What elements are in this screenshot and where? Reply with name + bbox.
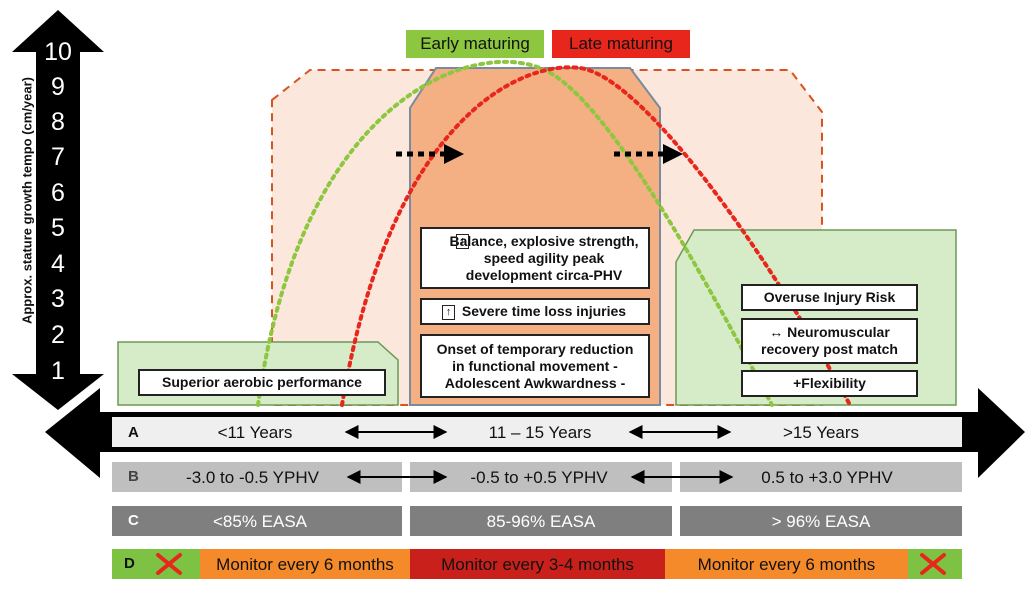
row-d-label: D <box>124 555 135 572</box>
row-b-cell: -0.5 to +0.5 YPHV <box>470 468 608 487</box>
y-tick: 5 <box>51 214 65 242</box>
row-d-cell: Monitor every 3-4 months <box>441 555 634 574</box>
y-tick: 4 <box>51 250 65 278</box>
row-c-seg-1 <box>112 506 402 536</box>
row-c-seg-3 <box>680 506 962 536</box>
row-b-seg-2 <box>410 462 672 492</box>
y-tick: 6 <box>51 179 65 207</box>
cross-icon <box>920 553 946 575</box>
row-a-cell: <11 Years <box>217 423 293 442</box>
row-d-orange-1 <box>200 549 410 579</box>
y-axis-arrow <box>12 10 104 410</box>
box-recovery: ↔ Neuromuscular recovery post match <box>741 318 918 364</box>
box-recovery-text: ↔ Neuromuscular recovery post match <box>749 324 910 358</box>
row-c-cell: 85-96% EASA <box>486 512 596 531</box>
legend-early: Early maturing <box>406 30 544 58</box>
row-d-green-left <box>112 549 200 579</box>
row-c-cell: <85% EASA <box>212 512 308 531</box>
row-a-cell: >15 Years <box>782 423 860 442</box>
row-a-label: A <box>128 424 139 441</box>
y-tick: 1 <box>51 357 65 385</box>
up-arrow-icon: ↑ <box>442 305 455 320</box>
row-c-seg-2 <box>410 506 672 536</box>
row-c-label: C <box>128 512 139 529</box>
row-a-cell: 11 – 15 Years <box>488 423 592 442</box>
row-d-red <box>410 549 665 579</box>
y-tick: 7 <box>51 143 65 171</box>
row-d-orange-2 <box>665 549 908 579</box>
y-axis-label: Approx. stature growth tempo (cm/year) <box>19 76 35 325</box>
row-c-cell: > 96% EASA <box>771 512 871 531</box>
row-d-cell: Monitor every 6 months <box>697 555 876 574</box>
box-injuries: ↑ Severe time loss injuries <box>420 298 650 325</box>
box-balance-text: Balance, explosive strength, speed agili… <box>449 232 639 283</box>
box-balance: ↑ Balance, explosive strength, speed agi… <box>420 227 650 289</box>
y-tick: 8 <box>51 108 65 136</box>
y-tick: 10 <box>44 38 72 66</box>
early-maturing-curve <box>256 59 774 407</box>
row-b-cell: -3.0 to -0.5 YPHV <box>186 468 319 487</box>
box-flexibility: +Flexibility <box>741 370 918 397</box>
box-recovery-label: Neuromuscular recovery post match <box>761 324 898 357</box>
y-tick: 9 <box>51 73 65 101</box>
up-arrow-icon: ↑ <box>456 234 469 249</box>
box-onset: Onset of temporary reduction in function… <box>420 334 650 398</box>
box-overuse: Overuse Injury Risk <box>741 284 918 311</box>
y-tick: 3 <box>51 285 65 313</box>
row-a-bg <box>112 417 962 447</box>
late-maturing-curve <box>340 65 852 407</box>
y-tick: 2 <box>51 321 65 349</box>
row-d-cell: Monitor every 6 months <box>216 555 394 574</box>
row-b-cell: 0.5 to +3.0 YPHV <box>761 468 893 487</box>
box-injuries-text: Severe time loss injuries <box>461 303 627 319</box>
legend-late: Late maturing <box>552 30 690 58</box>
double-arrow-icon: ↔ <box>769 324 788 340</box>
box-aerobic: Superior aerobic performance <box>138 369 386 396</box>
row-b-label: B <box>128 468 139 485</box>
cross-icon <box>156 553 182 575</box>
row-b-label-bg <box>112 462 152 492</box>
